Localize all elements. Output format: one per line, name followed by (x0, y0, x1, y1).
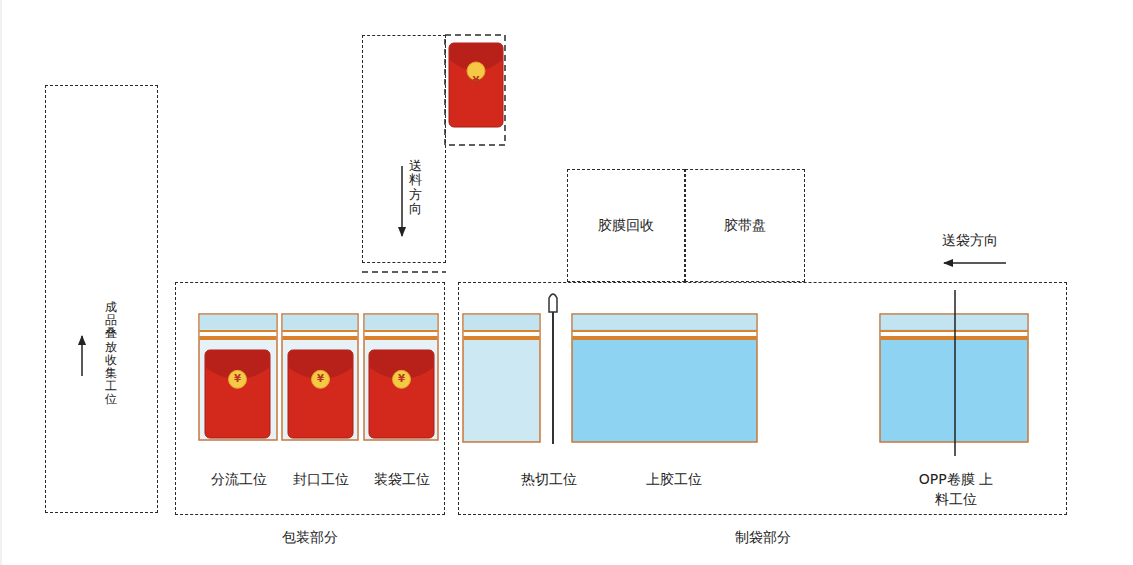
film-roll-line (954, 290, 956, 456)
glue-stripe (881, 336, 1028, 340)
station-label: 封口工位 (293, 469, 349, 489)
currency-symbol: ¥ (234, 374, 241, 384)
envelope-frame (445, 35, 505, 145)
currency-symbol: ¥ (473, 76, 480, 86)
glue-stripe (200, 330, 277, 332)
glue-stripe (881, 330, 1028, 332)
station-label: 上胶工位 (646, 469, 702, 489)
station-box: OPP卷膜 上料工位 (881, 315, 1029, 513)
tape-reel-box: 胶带盘 (685, 169, 805, 282)
glue-stripe (365, 330, 438, 332)
envelope-body (205, 350, 270, 438)
glue-stripe (283, 330, 358, 332)
station-box: 热切工位 (464, 315, 584, 490)
direction-label: 送袋方向 (942, 232, 998, 250)
coin (229, 370, 247, 388)
bag-gap (881, 332, 1028, 336)
edge-rule (1, 0, 2, 565)
envelope-body (369, 350, 434, 438)
bag-lip (283, 315, 358, 330)
coin (393, 370, 411, 388)
station-box: 装袋工位 (365, 315, 439, 490)
bag-body (463, 314, 540, 442)
hot-blade (549, 294, 557, 312)
film-bag (364, 314, 438, 440)
envelope-body (288, 350, 353, 438)
red-envelope (449, 43, 503, 127)
glue-stripe (464, 336, 540, 340)
film-bag (880, 314, 1028, 442)
flow-arrow (401, 166, 403, 236)
coin (312, 370, 330, 388)
flow-arrow (944, 262, 1006, 264)
film-bag (282, 314, 358, 440)
vertical-label: 成品叠放收集工位 (105, 301, 117, 407)
glue-stripe (200, 336, 277, 340)
collect-station: 成品叠放收集工位 (45, 85, 158, 513)
bag-gap (365, 332, 438, 336)
red-envelope (288, 350, 353, 438)
glue-stripe (464, 330, 540, 332)
station-label: 热切工位 (521, 469, 577, 489)
bag-body (199, 314, 277, 440)
station-label: 分流工位 (211, 469, 267, 489)
glue-stripe (573, 330, 757, 332)
bag-body (572, 314, 757, 442)
glue-stripe (365, 336, 438, 340)
bag-body (880, 314, 1028, 442)
flow-arrow (81, 336, 83, 376)
red-envelope (205, 350, 270, 438)
film-bag (572, 314, 757, 442)
station-box: 分流工位 (200, 315, 278, 490)
station-label: 胶膜回收 (598, 216, 654, 234)
red-envelope (369, 350, 434, 438)
currency-symbol: ¥ (398, 374, 405, 384)
vertical-label: 送料方向 (409, 159, 422, 216)
feed-chute: 送料方向 (362, 35, 446, 263)
section-title: 制袋部分 (459, 528, 1066, 546)
bag-gap (573, 332, 757, 336)
packing-section: 包装部分分流工位封口工位装袋工位 (175, 282, 445, 515)
station-label: 装袋工位 (374, 469, 430, 489)
film-bag (463, 314, 540, 442)
bag-body (282, 314, 358, 440)
glue-stripe (573, 336, 757, 340)
bag-lip (464, 315, 540, 330)
station-label: OPP卷膜 上料工位 (918, 469, 994, 510)
bag-body (364, 314, 438, 440)
chute-line (362, 271, 446, 273)
bag-making-section: 制袋部分热切工位上胶工位OPP卷膜 上料工位 (458, 282, 1067, 515)
bag-lip (200, 315, 277, 330)
section-title: 包装部分 (176, 528, 444, 546)
bag-gap (283, 332, 358, 336)
station-box: 封口工位 (283, 315, 359, 490)
bag-gap (200, 332, 277, 336)
bag-lip (881, 315, 1028, 330)
bag-lip (573, 315, 757, 330)
cutter-line (552, 312, 554, 444)
station-label: 胶带盘 (724, 216, 766, 234)
film-recycle-box: 胶膜回收 (567, 169, 685, 282)
envelope-body (449, 43, 503, 127)
bag-gap (464, 332, 540, 336)
film-bag (199, 314, 277, 440)
bag-group (199, 43, 1028, 442)
bag-lip (365, 315, 438, 330)
station-box: 上胶工位 (573, 315, 758, 490)
glue-stripe (283, 336, 358, 340)
currency-symbol: ¥ (317, 374, 324, 384)
